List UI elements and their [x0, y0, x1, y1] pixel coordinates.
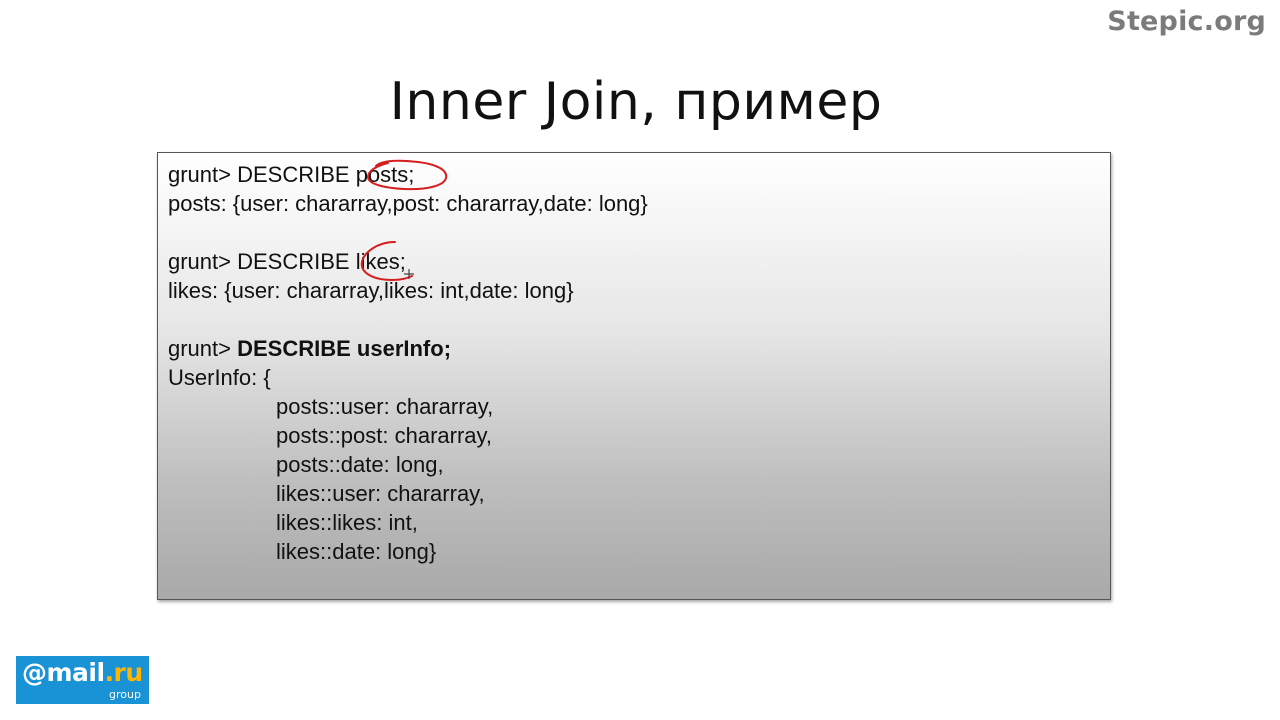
code-blank-line	[168, 305, 1100, 334]
describe-likes-command: DESCRIBE likes;	[237, 249, 406, 274]
logo-group-text: group	[109, 688, 141, 701]
code-line-describe-likes: grunt> DESCRIBE likes;	[168, 247, 1100, 276]
userinfo-field: posts::user: chararray,	[276, 394, 494, 419]
describe-posts-command: DESCRIBE posts;	[237, 162, 415, 187]
describe-userinfo-command: DESCRIBE userInfo;	[237, 336, 452, 361]
code-line-describe-posts: grunt> DESCRIBE posts;	[168, 160, 1100, 189]
code-line-userinfo-open: UserInfo: {	[168, 365, 271, 390]
mail-ru-group-logo: @mail.ru group	[16, 656, 149, 704]
code-line-posts-schema: posts: {user: chararray,post: chararray,…	[168, 191, 648, 216]
code-line-describe-userinfo: grunt> DESCRIBE userInfo;	[168, 334, 1100, 363]
userinfo-field: likes::likes: int,	[276, 510, 418, 535]
userinfo-field: likes::user: chararray,	[276, 481, 485, 506]
logo-wordmark: @mail.ru	[22, 658, 143, 688]
stepic-brand-text: Stepic.org	[1107, 6, 1266, 37]
userinfo-field: posts::date: long,	[276, 452, 444, 477]
code-listing-panel: grunt> DESCRIBE posts; posts: {user: cha…	[157, 152, 1111, 600]
logo-ru-text: .ru	[104, 658, 144, 687]
code-blank-line	[168, 218, 1100, 247]
userinfo-field: likes::date: long}	[276, 539, 437, 564]
grunt-prompt: grunt>	[168, 336, 238, 361]
code-line-likes-schema: likes: {user: chararray,likes: int,date:…	[168, 278, 574, 303]
grunt-prompt: grunt>	[168, 249, 238, 274]
logo-mail-text: @mail	[22, 658, 105, 687]
userinfo-field: posts::post: chararray,	[276, 423, 493, 448]
slide-title: Inner Join, пример	[389, 72, 883, 132]
grunt-prompt: grunt>	[168, 162, 238, 187]
